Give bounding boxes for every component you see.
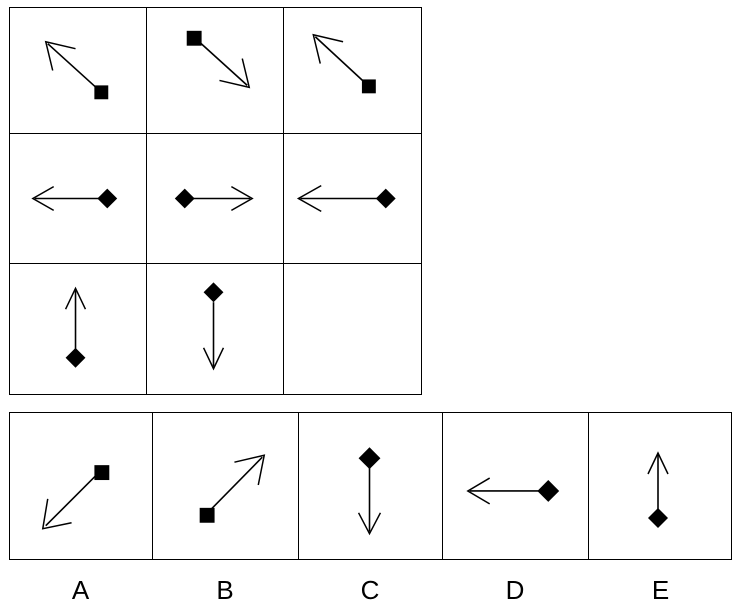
matrix-cell-9-empty[interactable]: [284, 264, 421, 394]
option-a[interactable]: [10, 413, 153, 559]
matrix-cell-8[interactable]: [147, 264, 284, 394]
option-e[interactable]: [589, 413, 731, 559]
matrix-cell-2[interactable]: [147, 8, 284, 134]
arrow-left-diamond-figure: [296, 184, 396, 213]
arrow-up-diamond-figure: [647, 451, 669, 528]
matrix-cell-6[interactable]: [284, 134, 421, 264]
arrow-up-left-square-figure: [312, 33, 376, 94]
arrow-down-diamond-figure: [202, 282, 225, 371]
matrix-cell-1[interactable]: [10, 8, 147, 134]
option-b[interactable]: [153, 413, 299, 559]
option-label-b: B: [216, 575, 234, 605]
arrow-down-right-square-figure: [186, 30, 251, 89]
answer-options: [9, 412, 732, 560]
option-label-c: C: [360, 575, 380, 605]
arrow-up-left-square-figure: [44, 40, 109, 100]
option-c[interactable]: [299, 413, 443, 559]
arrow-up-right-square-figure: [199, 454, 266, 523]
matrix-cell-7[interactable]: [10, 264, 147, 394]
arrow-left-diamond-figure: [466, 477, 560, 505]
matrix-cell-4[interactable]: [10, 134, 147, 264]
matrix-cell-5[interactable]: [147, 134, 284, 264]
option-d[interactable]: [443, 413, 589, 559]
option-label-d: D: [505, 575, 525, 605]
option-label-e: E: [651, 575, 670, 605]
option-labels: A B C D E: [9, 570, 733, 610]
matrix-cell-3[interactable]: [284, 8, 421, 134]
option-label-a: A: [71, 575, 90, 605]
arrow-down-diamond-figure: [357, 447, 382, 536]
arrow-down-left-square-figure: [41, 465, 110, 530]
matrix-grid: [9, 7, 422, 395]
arrow-up-diamond-figure: [64, 286, 87, 368]
arrow-left-diamond-figure: [31, 185, 118, 212]
arrow-right-diamond-figure: [174, 185, 254, 212]
